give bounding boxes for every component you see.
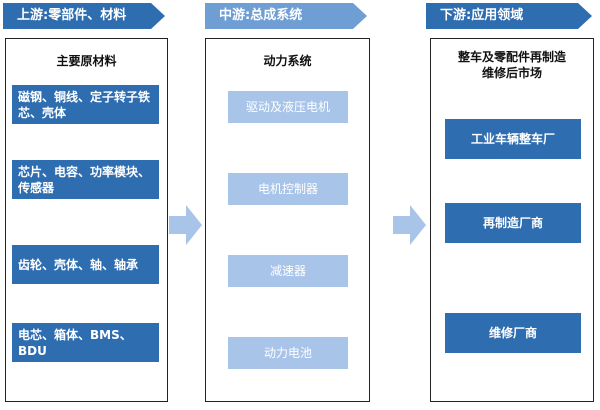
arrow-right-icon: [393, 205, 426, 245]
column-downstream: 整车及零配件再制造维修后市场 工业车辆整车厂 再制造厂商 维修厂商: [430, 38, 594, 402]
upstream-title: 主要原材料: [56, 54, 117, 68]
column-upstream: 主要原材料 磁钢、铜线、定子转子铁芯、壳体 芯片、电容、功率模块、传感器 齿轮、…: [5, 38, 168, 402]
midstream-item-3: 减速器: [228, 255, 348, 287]
column-midstream: 动力系统 驱动及液压电机 电机控制器 减速器 动力电池: [205, 38, 370, 402]
header-midstream: 中游:总成系统: [205, 3, 367, 29]
midstream-item-4: 动力电池: [228, 337, 348, 369]
upstream-item-1: 磁钢、铜线、定子转子铁芯、壳体: [12, 85, 159, 124]
downstream-item-2: 再制造厂商: [445, 203, 581, 243]
downstream-title: 整车及零配件再制造维修后市场: [457, 50, 566, 80]
upstream-item-2: 芯片、电容、功率模块、传感器: [12, 160, 159, 199]
downstream-item-3: 维修厂商: [445, 313, 581, 353]
midstream-item-1: 驱动及液压电机: [228, 91, 348, 123]
header-upstream: 上游:零部件、材料: [3, 3, 165, 29]
upstream-item-4: 电芯、箱体、BMS、BDU: [12, 323, 159, 362]
header-downstream: 下游:应用领域: [426, 3, 592, 29]
downstream-item-1: 工业车辆整车厂: [445, 119, 581, 159]
arrow-right-icon: [169, 205, 202, 245]
midstream-item-2: 电机控制器: [228, 173, 348, 205]
midstream-title: 动力系统: [263, 54, 312, 68]
upstream-item-3: 齿轮、壳体、轴、轴承: [12, 245, 159, 284]
